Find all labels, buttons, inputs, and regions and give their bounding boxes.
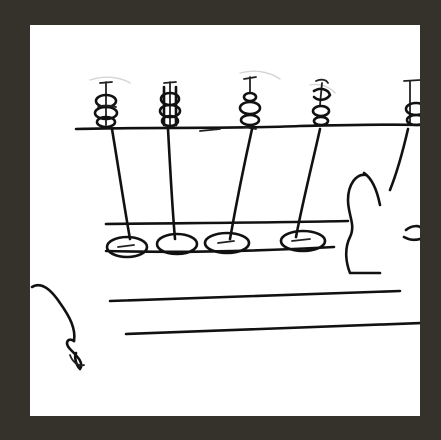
right-squiggle [346, 173, 420, 273]
top-rail-tick [200, 129, 220, 131]
lower-line-2 [126, 323, 420, 334]
sketch-canvas [30, 25, 420, 416]
middle-shelf-line [106, 221, 348, 224]
top-unit-2 [160, 82, 180, 126]
top-unit-3 [240, 77, 260, 129]
top-unit-1 [95, 82, 117, 127]
lower-line-1 [110, 291, 400, 301]
faint-background-marks [90, 71, 335, 93]
bottom-pads [106, 231, 334, 257]
left-scribble [32, 285, 84, 369]
ink-sketch [30, 25, 420, 416]
top-unit-5 [404, 80, 420, 125]
